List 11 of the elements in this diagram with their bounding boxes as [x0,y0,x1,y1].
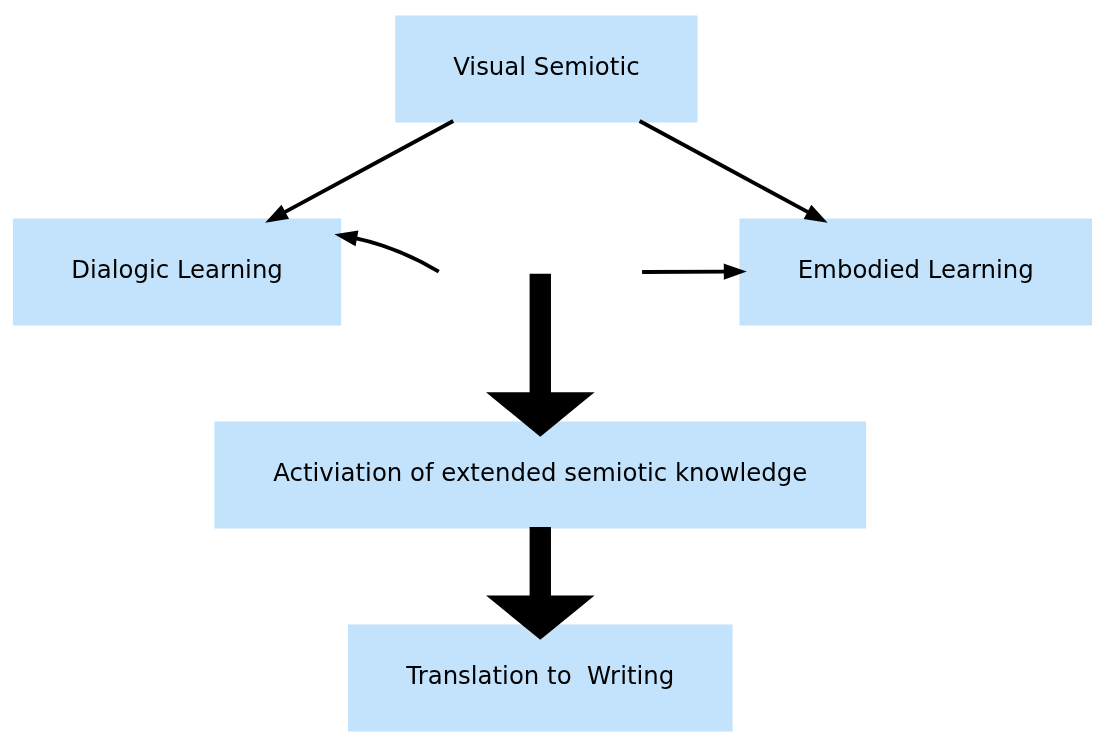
node-box: Activiation of extended semiotic knowledge [214,421,867,529]
node-box: Dialogic Learning [12,218,342,326]
arrow [334,230,440,274]
arrow [486,527,595,640]
arrow [638,119,828,223]
arrow [486,273,595,437]
node-box: Translation to Writing [347,624,733,732]
node-box: Embodied Learning [739,218,1093,326]
node-box: Visual Semiotic [395,15,698,123]
arrow [642,263,747,280]
arrow [265,119,455,223]
